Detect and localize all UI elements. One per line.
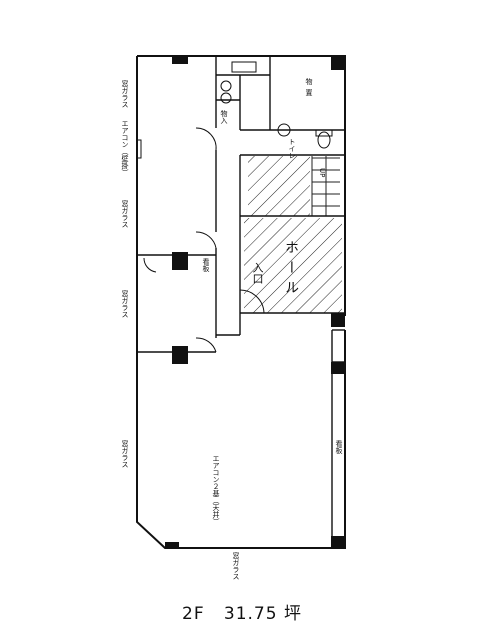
columns [165,56,345,548]
stair-hatch [248,156,310,216]
window-label: 窓ガラス [232,552,240,580]
sign-label: 看板 [202,258,210,272]
door-swings [143,127,265,353]
sign-label: 看板 [335,440,343,454]
up-label: UP [318,168,326,178]
interior-walls [137,56,345,548]
hall-hatch [244,218,342,313]
storage-label: 物置 [305,78,313,100]
floor-label: 2F [182,604,205,624]
window-label: 窓ガラス [121,200,129,228]
area-value: 31.75 [223,604,278,624]
hall-label: ホール [283,240,299,300]
window-label: 窓ガラス [121,290,129,318]
entrance-label: 入口 [251,262,264,284]
aircon-wall-label: エアコン（壁掛） [121,120,129,176]
toilet-label: トイレ [288,138,296,159]
store-in-label: 物入 [220,110,228,124]
floor-area-caption: 2F 31.75 坪 [0,599,484,624]
window-label: 窓ガラス [121,440,129,468]
window-label: 窓ガラス [121,80,129,108]
stair-steps [311,156,340,216]
aircon-ceiling-label: エアコン２基（天井） [212,455,220,525]
area-unit: 坪 [283,604,302,624]
fixtures [136,61,333,159]
